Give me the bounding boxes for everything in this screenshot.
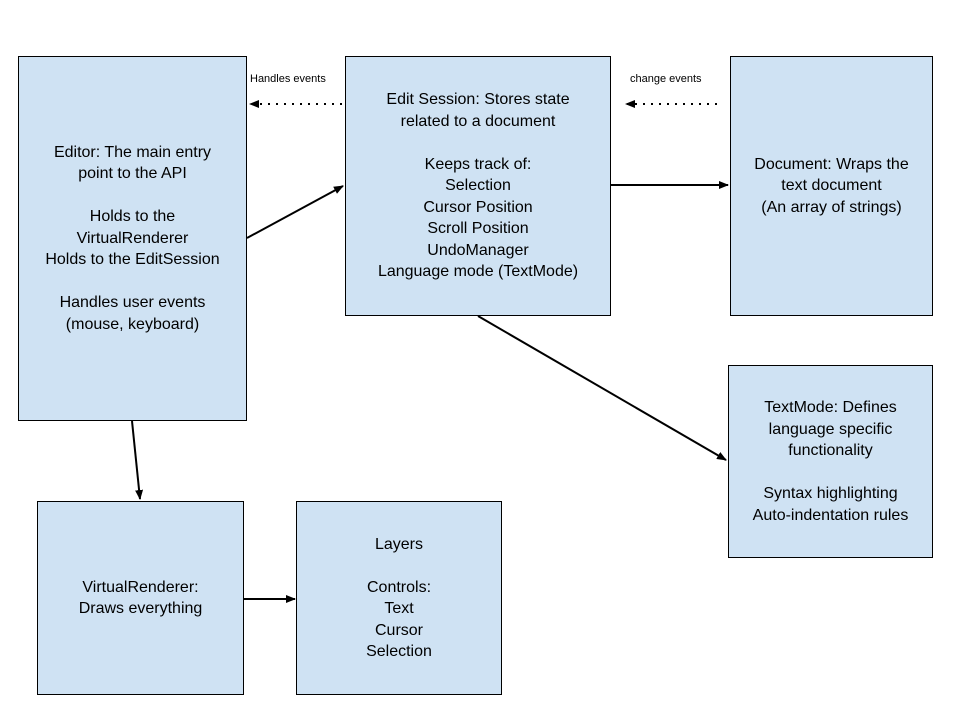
document-node: Document: Wraps the text document (An arra…: [730, 56, 933, 316]
node-text-line: Handles user events: [59, 294, 206, 312]
node-text-line: point to the API: [78, 165, 187, 183]
node-text-line: Cursor: [374, 621, 423, 639]
node-text-line: Draws everything: [78, 600, 203, 617]
node-text-line: Editor: The main entry: [53, 143, 212, 161]
node-text-line: Holds to the: [89, 208, 176, 226]
edge-edit-session-to-text-mode: [477, 315, 727, 461]
node-text-line: (mouse, keyboard): [65, 315, 200, 333]
handles-events-label: Handles events: [250, 73, 326, 85]
virtual-renderer-node: VirtualRenderer: Draws everything: [37, 501, 244, 695]
edit-session-node: Edit Session: Stores state related to a d…: [345, 56, 611, 316]
node-text-line: Layers: [374, 535, 424, 553]
edge-editor-to-edit-session: [246, 185, 344, 239]
node-text-line: Scroll Position: [427, 220, 529, 238]
node-text-line: related to a document: [400, 112, 556, 130]
node-text-line: Document: Wraps the: [754, 155, 909, 173]
node-text-line: language specific: [768, 420, 893, 438]
node-text-line: UndoManager: [427, 241, 529, 259]
change-events-label: change events: [630, 73, 702, 85]
text-mode-node: TextMode: Defines language specific functi…: [728, 365, 933, 558]
node-text-line: Selection: [366, 643, 432, 660]
node-text-line: functionality: [788, 442, 873, 459]
node-text-line: VirtualRenderer:: [82, 578, 199, 596]
node-text-line: Edit Session: Stores state: [386, 91, 570, 109]
node-text-line: text document: [781, 177, 882, 195]
node-text-line: Language mode (TextMode): [377, 263, 579, 281]
node-text-line: Auto-indentation rules: [752, 506, 909, 524]
node-text-line: Controls:: [366, 578, 432, 596]
node-text-line: Text: [384, 600, 414, 617]
node-text-line: Syntax highlighting: [763, 485, 898, 502]
node-text-line: Selection: [445, 177, 511, 195]
editor-node: Editor: The main entry point to the API Ho…: [18, 56, 247, 421]
node-text-line: (An array of strings): [761, 198, 902, 216]
node-text-line: TextMode: Defines: [764, 399, 897, 416]
node-text-line: Cursor Position: [423, 198, 533, 216]
node-text-line: Holds to the EditSession: [45, 251, 220, 269]
node-text-line: Keeps track of:: [424, 155, 532, 173]
edge-editor-to-virtual-renderer: [131, 420, 144, 500]
node-text-line: VirtualRenderer: [76, 229, 189, 247]
